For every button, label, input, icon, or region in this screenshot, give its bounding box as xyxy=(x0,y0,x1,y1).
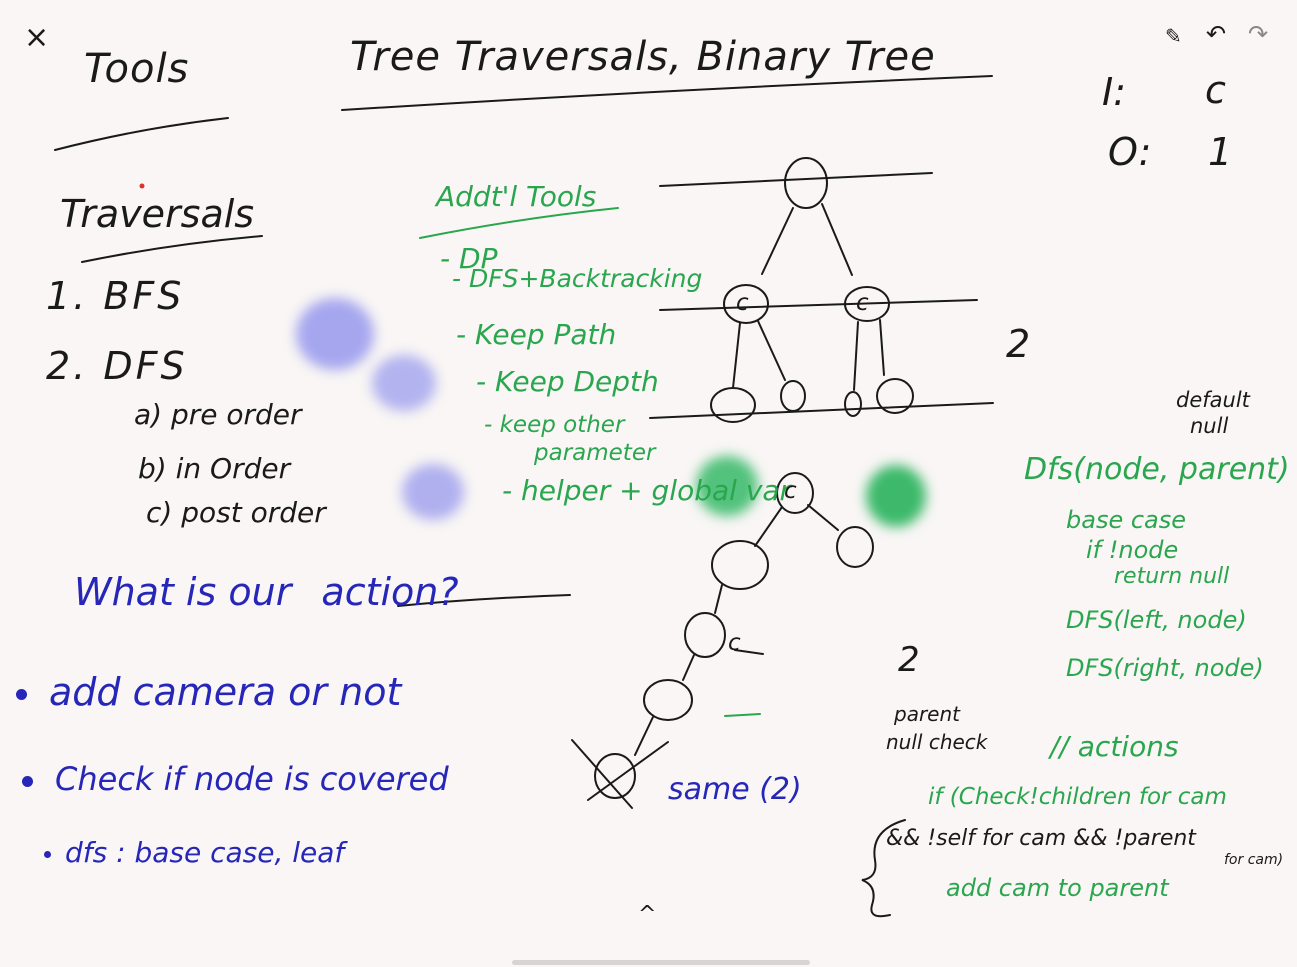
base-case: base case xyxy=(1066,506,1187,534)
dfs-left: DFS(left, node) xyxy=(1066,606,1247,634)
bullet-dot xyxy=(22,775,33,787)
action-question: What is our action? xyxy=(74,570,459,614)
bullet-text: dfs : base case, leaf xyxy=(65,836,345,869)
tools-heading: Tools xyxy=(84,46,190,92)
tree-label-2: 2 xyxy=(898,640,920,680)
parent-null-check: null check xyxy=(886,730,988,754)
addtl-item: - Keep Depth xyxy=(476,365,659,398)
close-icon[interactable]: × xyxy=(24,20,50,55)
page-title: Tree Traversals, Binary Tree xyxy=(350,34,936,80)
tree-label-2: 2 xyxy=(1006,322,1031,366)
io-output-value: 1 xyxy=(1208,130,1233,174)
default-null: null xyxy=(1190,414,1229,438)
dfs-signature: Dfs(node, parent) xyxy=(1024,452,1290,487)
dfs-preorder: a) pre order xyxy=(134,398,302,431)
add-cam: add cam to parent xyxy=(946,874,1169,902)
dfs-right: DFS(right, node) xyxy=(1066,654,1264,682)
dfs-inorder: b) in Order xyxy=(138,452,291,485)
action-question-word: action? xyxy=(321,570,459,614)
node-label-c: c xyxy=(728,630,741,656)
traversal-bfs: 1. BFS xyxy=(46,274,185,318)
addtl-item: - helper + global var xyxy=(502,474,792,507)
green-highlight-blob xyxy=(696,456,758,516)
title-underline xyxy=(341,75,993,111)
addtl-item: - keep other xyxy=(484,412,625,438)
io-output-label: O: xyxy=(1108,130,1152,174)
pen-icon[interactable]: ✎ xyxy=(1165,24,1182,48)
bullet-text: Check if node is covered xyxy=(55,760,449,798)
io-input-value: c xyxy=(1205,68,1226,112)
bullet-text: add camera or not xyxy=(49,670,402,714)
dfs-postorder: c) post order xyxy=(146,496,326,529)
action-question-prefix: What is our xyxy=(74,570,292,614)
node-label-c: c xyxy=(856,290,869,316)
tools-underline xyxy=(54,117,229,151)
expand-chevron-icon[interactable]: ^ xyxy=(638,902,657,927)
bullet-add-camera: add camera or not xyxy=(16,670,401,714)
addtl-tools-heading: Addt'l Tools xyxy=(436,180,597,213)
purple-highlight-blob xyxy=(372,355,436,411)
addtl-item: - DFS+Backtracking xyxy=(452,264,703,293)
parent-null-check: parent xyxy=(894,702,960,726)
default-null: default xyxy=(1176,388,1250,412)
bottom-scroll-bar[interactable] xyxy=(512,960,810,965)
self-cam: && !self for cam && !parent xyxy=(886,826,1196,851)
traversals-heading: Traversals xyxy=(60,192,255,236)
purple-highlight-blob xyxy=(296,298,374,370)
return-null: return null xyxy=(1114,564,1230,589)
io-input-label: I: xyxy=(1102,70,1127,114)
purple-highlight-blob xyxy=(402,464,464,520)
bullet-dot xyxy=(16,689,27,700)
redo-icon[interactable]: ↷ xyxy=(1248,20,1269,48)
node-label-c: c xyxy=(784,478,797,504)
addtl-item: - Keep Path xyxy=(456,318,617,351)
undo-icon[interactable]: ↶ xyxy=(1206,20,1227,48)
bullet-dot xyxy=(44,850,51,858)
same-label: same (2) xyxy=(668,772,802,807)
green-highlight-blob xyxy=(866,465,926,527)
for-cam: for cam) xyxy=(1224,852,1284,868)
addtl-item: parameter xyxy=(534,440,656,466)
bullet-check-covered: Check if node is covered xyxy=(22,760,449,798)
actions-comment: // actions xyxy=(1050,730,1179,763)
if-not-node: if !node xyxy=(1086,536,1179,564)
node-label-c: c xyxy=(736,290,749,316)
bullet-dfs-base: dfs : base case, leaf xyxy=(44,836,344,869)
addtl-item: - DP xyxy=(440,242,498,275)
traversal-dfs: 2. DFS xyxy=(46,344,188,388)
if-check: if (Check!children for cam xyxy=(928,784,1227,810)
